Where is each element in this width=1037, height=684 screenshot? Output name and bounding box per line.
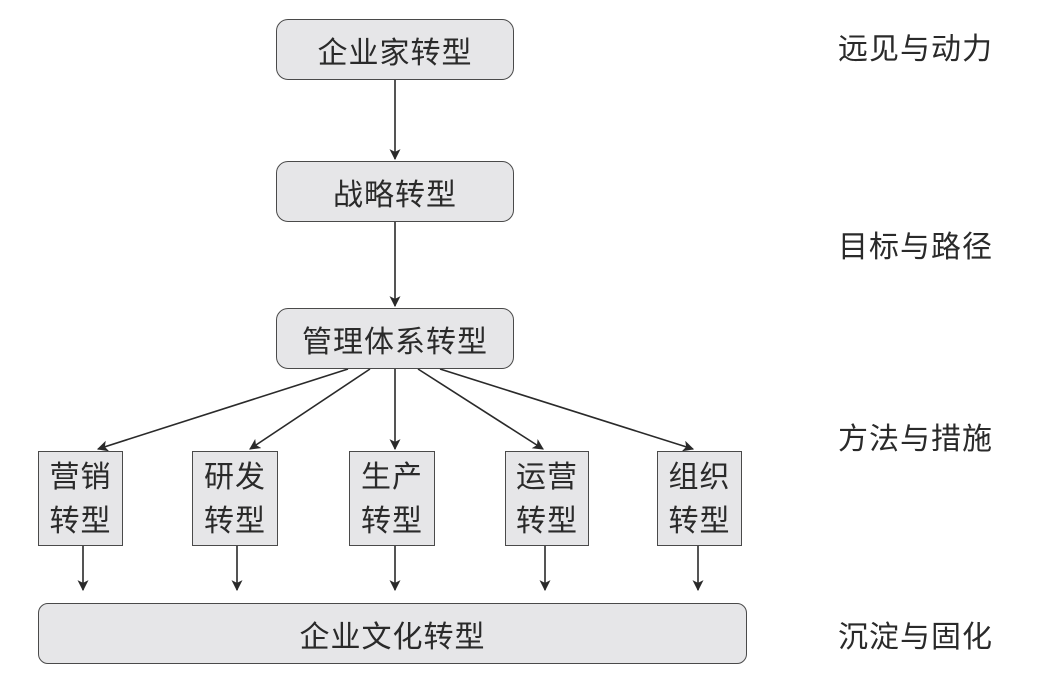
strategy-transformation-label: 战略转型 [333, 177, 457, 213]
management-system-transformation-label: 管理体系转型 [302, 324, 488, 360]
corporate-culture-transformation-node: 企业文化转型 [38, 603, 747, 664]
sub-node-line2: 转型 [361, 503, 423, 539]
arrow-management-to-marketing [96, 368, 349, 452]
sub-node-line2: 转型 [204, 503, 266, 539]
arrow-management-to-organization [439, 368, 695, 452]
production-transformation-node: 生产 转型 [349, 451, 435, 546]
side-label-vision: 远见与动力 [838, 32, 993, 67]
strategy-transformation-node: 战略转型 [276, 161, 514, 222]
arrow-management-to-rnd [249, 368, 371, 450]
corporate-culture-transformation-label: 企业文化转型 [299, 619, 486, 655]
organization-transformation-node: 组织 转型 [657, 451, 742, 546]
entrepreneur-transformation-node: 企业家转型 [276, 19, 514, 80]
arrow-management-to-operations [417, 368, 544, 450]
sub-node-line1: 研发 [204, 459, 266, 495]
sub-node-line1: 营销 [49, 459, 112, 495]
sub-node-line1: 组织 [668, 459, 731, 495]
sub-node-line1: 运营 [516, 459, 578, 495]
side-label-goals: 目标与路径 [838, 230, 993, 265]
side-label-methods: 方法与措施 [838, 422, 993, 457]
sub-node-line2: 转型 [668, 503, 731, 539]
sub-node-line2: 转型 [49, 503, 112, 539]
sub-node-line2: 转型 [516, 503, 578, 539]
side-label-consolidation: 沉淀与固化 [838, 620, 993, 655]
rnd-transformation-node: 研发 转型 [192, 451, 278, 546]
marketing-transformation-node: 营销 转型 [38, 451, 123, 546]
operations-transformation-node: 运营 转型 [505, 451, 589, 546]
sub-node-line1: 生产 [361, 459, 423, 495]
management-system-transformation-node: 管理体系转型 [276, 308, 514, 369]
entrepreneur-transformation-label: 企业家转型 [317, 35, 473, 71]
